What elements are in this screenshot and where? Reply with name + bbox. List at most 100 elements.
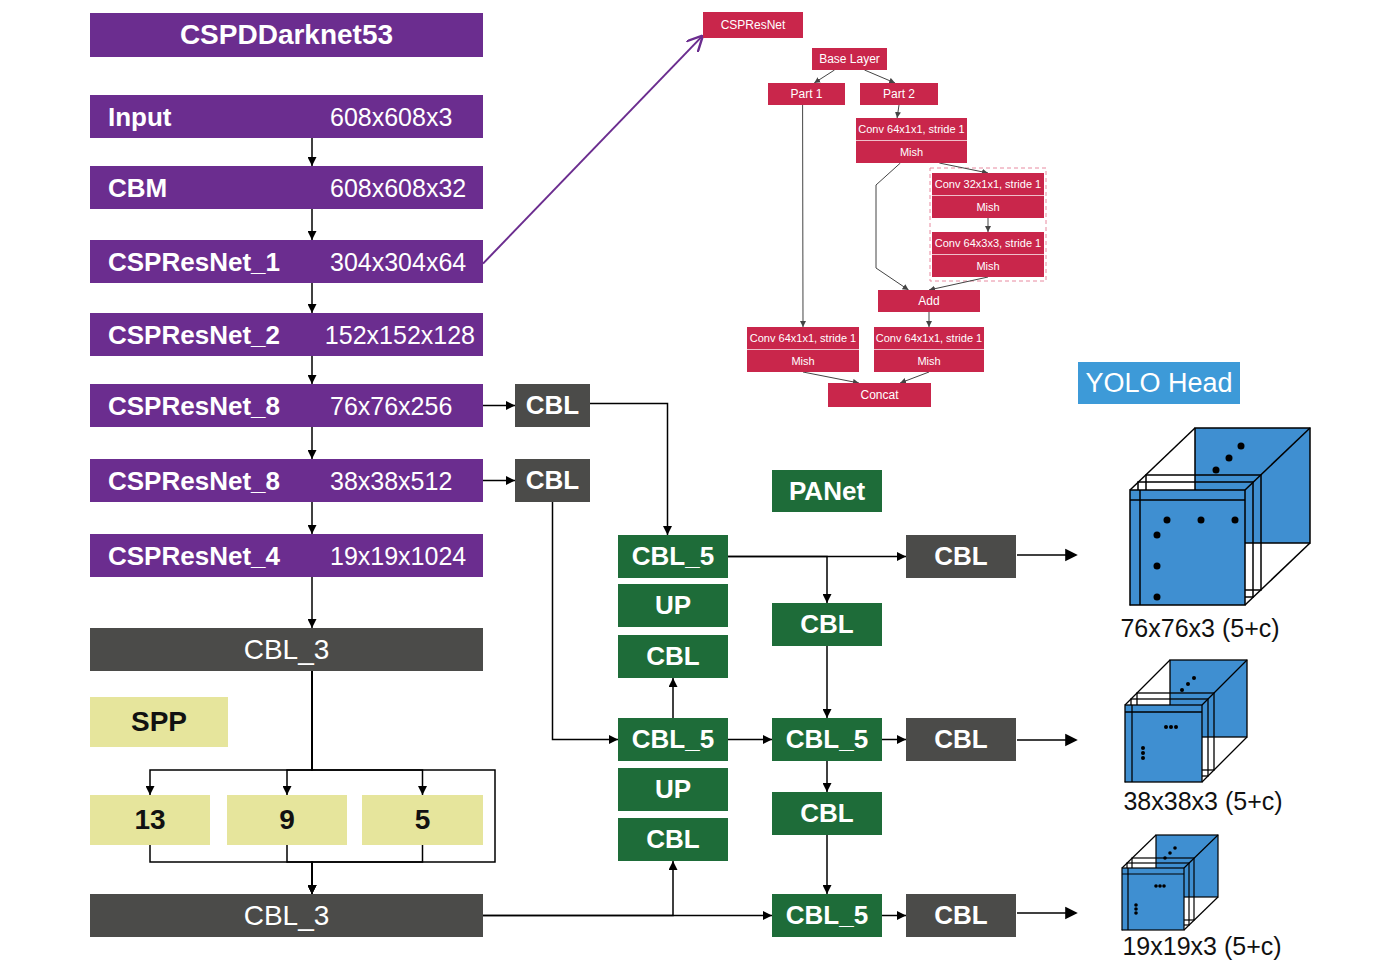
process-box: CBL_5 bbox=[772, 718, 882, 761]
connector-arrow bbox=[814, 70, 834, 83]
connector-arrow bbox=[287, 845, 312, 894]
connector-arrow bbox=[803, 372, 859, 383]
process-box: Concat bbox=[828, 383, 931, 407]
process-box: CSPResNet_876x76x256 bbox=[90, 384, 483, 427]
process-box: Part 2 bbox=[860, 83, 938, 105]
process-box: 9 bbox=[227, 795, 347, 845]
connector-arrow bbox=[900, 372, 929, 383]
box-label: PANet bbox=[789, 476, 865, 507]
box-label: UP bbox=[655, 590, 691, 621]
process-box: CSPResNet_4 19x19x1024 bbox=[90, 534, 483, 577]
tensor-size-label: 19x19x3 (5+c) bbox=[1122, 932, 1281, 961]
box-label: CSPResNet_8 bbox=[108, 390, 280, 421]
process-box: Input608x608x3 bbox=[90, 95, 483, 138]
box-label: Concat bbox=[860, 388, 898, 402]
process-box: Conv 64x3x3, stride 1Mish bbox=[932, 232, 1044, 277]
box-label: Mish bbox=[932, 255, 1044, 277]
box-label: CSPResNet_8 bbox=[108, 465, 280, 496]
process-box: CBL bbox=[515, 459, 590, 502]
connector-arrow bbox=[312, 671, 423, 795]
process-box: Add bbox=[878, 290, 980, 312]
connector-arrow bbox=[311, 283, 313, 313]
head-arrows bbox=[1017, 550, 1076, 918]
box-label: Mish bbox=[932, 196, 1044, 218]
connector-arrow bbox=[988, 218, 989, 232]
box-label: 9 bbox=[279, 804, 295, 836]
box-label: CSPResNet bbox=[721, 18, 786, 32]
process-box: CSPResNet_8 38x38x512 bbox=[90, 459, 483, 502]
output-tensor-cube bbox=[1125, 660, 1247, 782]
process-box: Conv 64x1x1, stride 1Mish bbox=[856, 118, 967, 163]
connector-arrow bbox=[287, 671, 312, 795]
box-label: CSPResNet_2 bbox=[108, 319, 280, 350]
process-box: CBL bbox=[618, 635, 728, 678]
connector-arrow bbox=[312, 845, 423, 894]
tensor-size-label: 76x76x3 (5+c) bbox=[1120, 614, 1279, 643]
box-label: CSPResNet_1 bbox=[108, 246, 280, 277]
box-label: Base Layer bbox=[819, 52, 880, 66]
connector-arrow bbox=[939, 163, 988, 173]
connector-arrow bbox=[897, 105, 899, 118]
connector-arrow bbox=[311, 577, 313, 628]
process-box: CSPResNet bbox=[703, 12, 803, 38]
box-label: 13 bbox=[134, 804, 165, 836]
box-label: CBL_5 bbox=[786, 900, 868, 931]
process-box: CBL_3 bbox=[90, 894, 483, 937]
process-box: Base Layer bbox=[812, 48, 887, 70]
box-label: CBL bbox=[934, 724, 987, 755]
box-label: Conv 32x1x1, stride 1 bbox=[932, 173, 1044, 196]
box-label: 608x608x32 bbox=[330, 173, 466, 202]
box-label: Mish bbox=[747, 350, 859, 372]
connector-arrow bbox=[929, 277, 988, 290]
process-box: Part 1 bbox=[768, 83, 845, 105]
connector-arrow bbox=[311, 502, 313, 534]
process-box: CSPDDarknet53 bbox=[90, 13, 483, 57]
box-label: 38x38x512 bbox=[330, 466, 452, 495]
connector-arrow bbox=[802, 105, 803, 327]
process-box: YOLO Head bbox=[1078, 362, 1239, 404]
box-label: Add bbox=[918, 294, 939, 308]
box-label: CBL bbox=[646, 641, 699, 672]
box-label: CBL_3 bbox=[244, 900, 330, 932]
box-label: CSPDDarknet53 bbox=[180, 19, 393, 51]
box-label: YOLO Head bbox=[1085, 368, 1232, 399]
box-label: CBL_5 bbox=[632, 541, 714, 572]
process-box: CBL bbox=[906, 535, 1016, 578]
process-box: 5 bbox=[362, 795, 483, 845]
connector-arrow bbox=[150, 845, 312, 894]
process-box: 13 bbox=[90, 795, 210, 845]
connector-arrow bbox=[882, 739, 906, 741]
box-label: 19x19x1024 bbox=[330, 541, 466, 570]
box-label: CBL bbox=[526, 390, 579, 421]
connector-arrow bbox=[311, 209, 313, 240]
output-tensor-cube bbox=[1130, 428, 1310, 605]
process-box: CBL bbox=[906, 894, 1016, 937]
process-box: UP bbox=[618, 768, 728, 811]
box-label: CBM bbox=[108, 172, 167, 203]
process-box: CBL bbox=[772, 603, 882, 646]
box-label: 608x608x3 bbox=[330, 102, 452, 131]
process-box: CBL bbox=[772, 792, 882, 835]
output-tensor-cube bbox=[1122, 835, 1218, 930]
connector-arrow bbox=[312, 671, 495, 894]
box-label: CBL bbox=[646, 824, 699, 855]
box-label: Part 1 bbox=[790, 87, 822, 101]
process-box: PANet bbox=[772, 470, 882, 512]
connector-arrow bbox=[483, 480, 515, 482]
box-label: CBL_5 bbox=[786, 724, 868, 755]
process-box: CSPResNet_1 304x304x64 bbox=[90, 240, 483, 283]
connector-arrow bbox=[929, 312, 930, 327]
box-label: Mish bbox=[874, 350, 984, 372]
connector-arrow bbox=[826, 835, 828, 894]
box-label: CSPResNet_4 bbox=[108, 540, 280, 571]
process-box: CBM 608x608x32 bbox=[90, 166, 483, 209]
connector-arrow bbox=[311, 138, 313, 166]
connector-arrow bbox=[728, 557, 827, 604]
connector-arrow bbox=[483, 861, 673, 916]
box-label: Conv 64x1x1, stride 1 bbox=[856, 118, 967, 141]
box-label: 152x152x128 bbox=[325, 320, 475, 349]
process-box: CBL_5 bbox=[618, 718, 728, 761]
box-label: 304x304x64 bbox=[330, 247, 466, 276]
connector-arrow bbox=[483, 35, 703, 263]
process-box: CBL_5 bbox=[618, 535, 728, 578]
